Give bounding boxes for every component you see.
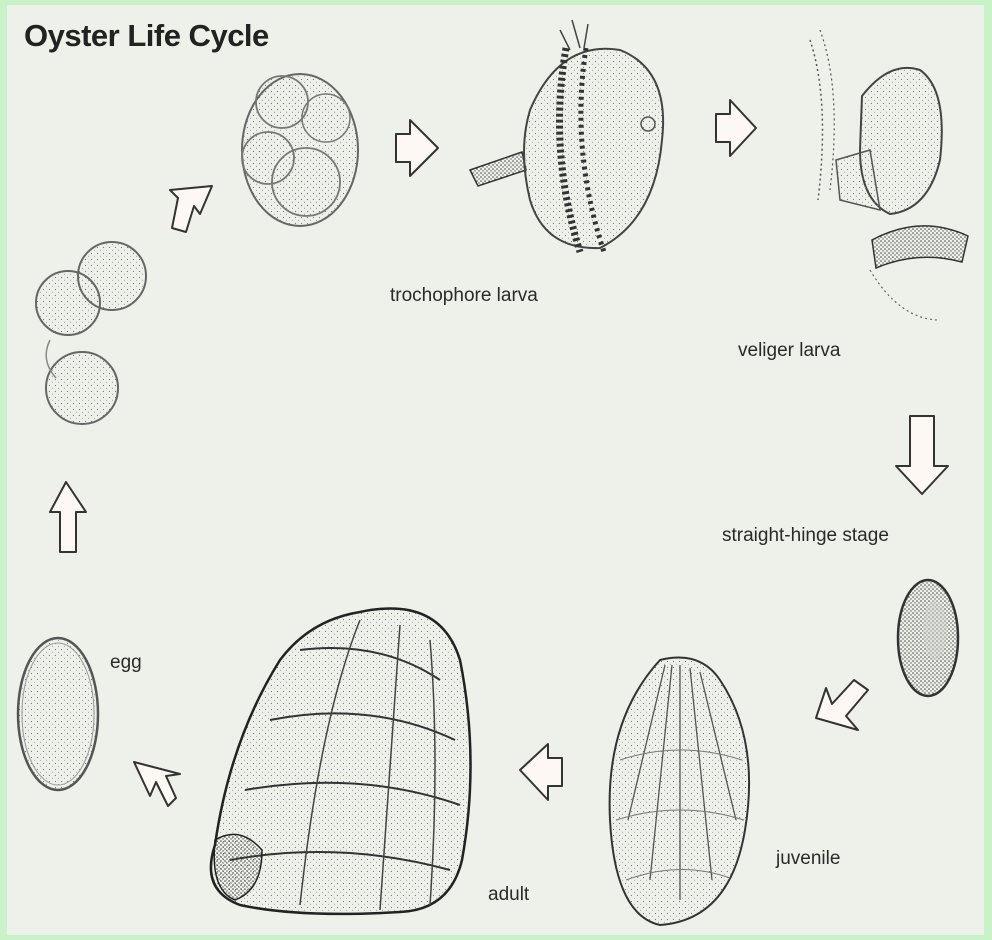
veliger-larva-illustration [810,30,968,320]
diagram-title: Oyster Life Cycle [24,18,269,54]
label-trochophore-larva: trochophore larva [390,285,538,307]
label-juvenile: juvenile [776,848,840,870]
arrow-icon [170,186,212,232]
arrow-icon [50,482,86,552]
arrow-icon [716,100,756,156]
four-cell-illustration [242,74,358,226]
trochophore-larva-illustration [470,20,663,252]
label-straight-hinge-stage: straight-hinge stage [722,525,889,547]
egg-illustration [18,638,98,790]
label-egg: egg [110,652,142,674]
three-cell-illustration [36,242,146,424]
arrow-icon [896,416,948,494]
label-veliger-larva: veliger larva [738,340,840,362]
arrow-icon [520,744,562,800]
arrow-icon [134,762,180,806]
arrow-icon [816,680,868,730]
arrow-icon [396,120,438,176]
juvenile-illustration [610,658,750,926]
label-adult: adult [488,884,529,906]
adult-illustration [211,608,471,913]
straight-hinge-illustration [898,580,958,696]
